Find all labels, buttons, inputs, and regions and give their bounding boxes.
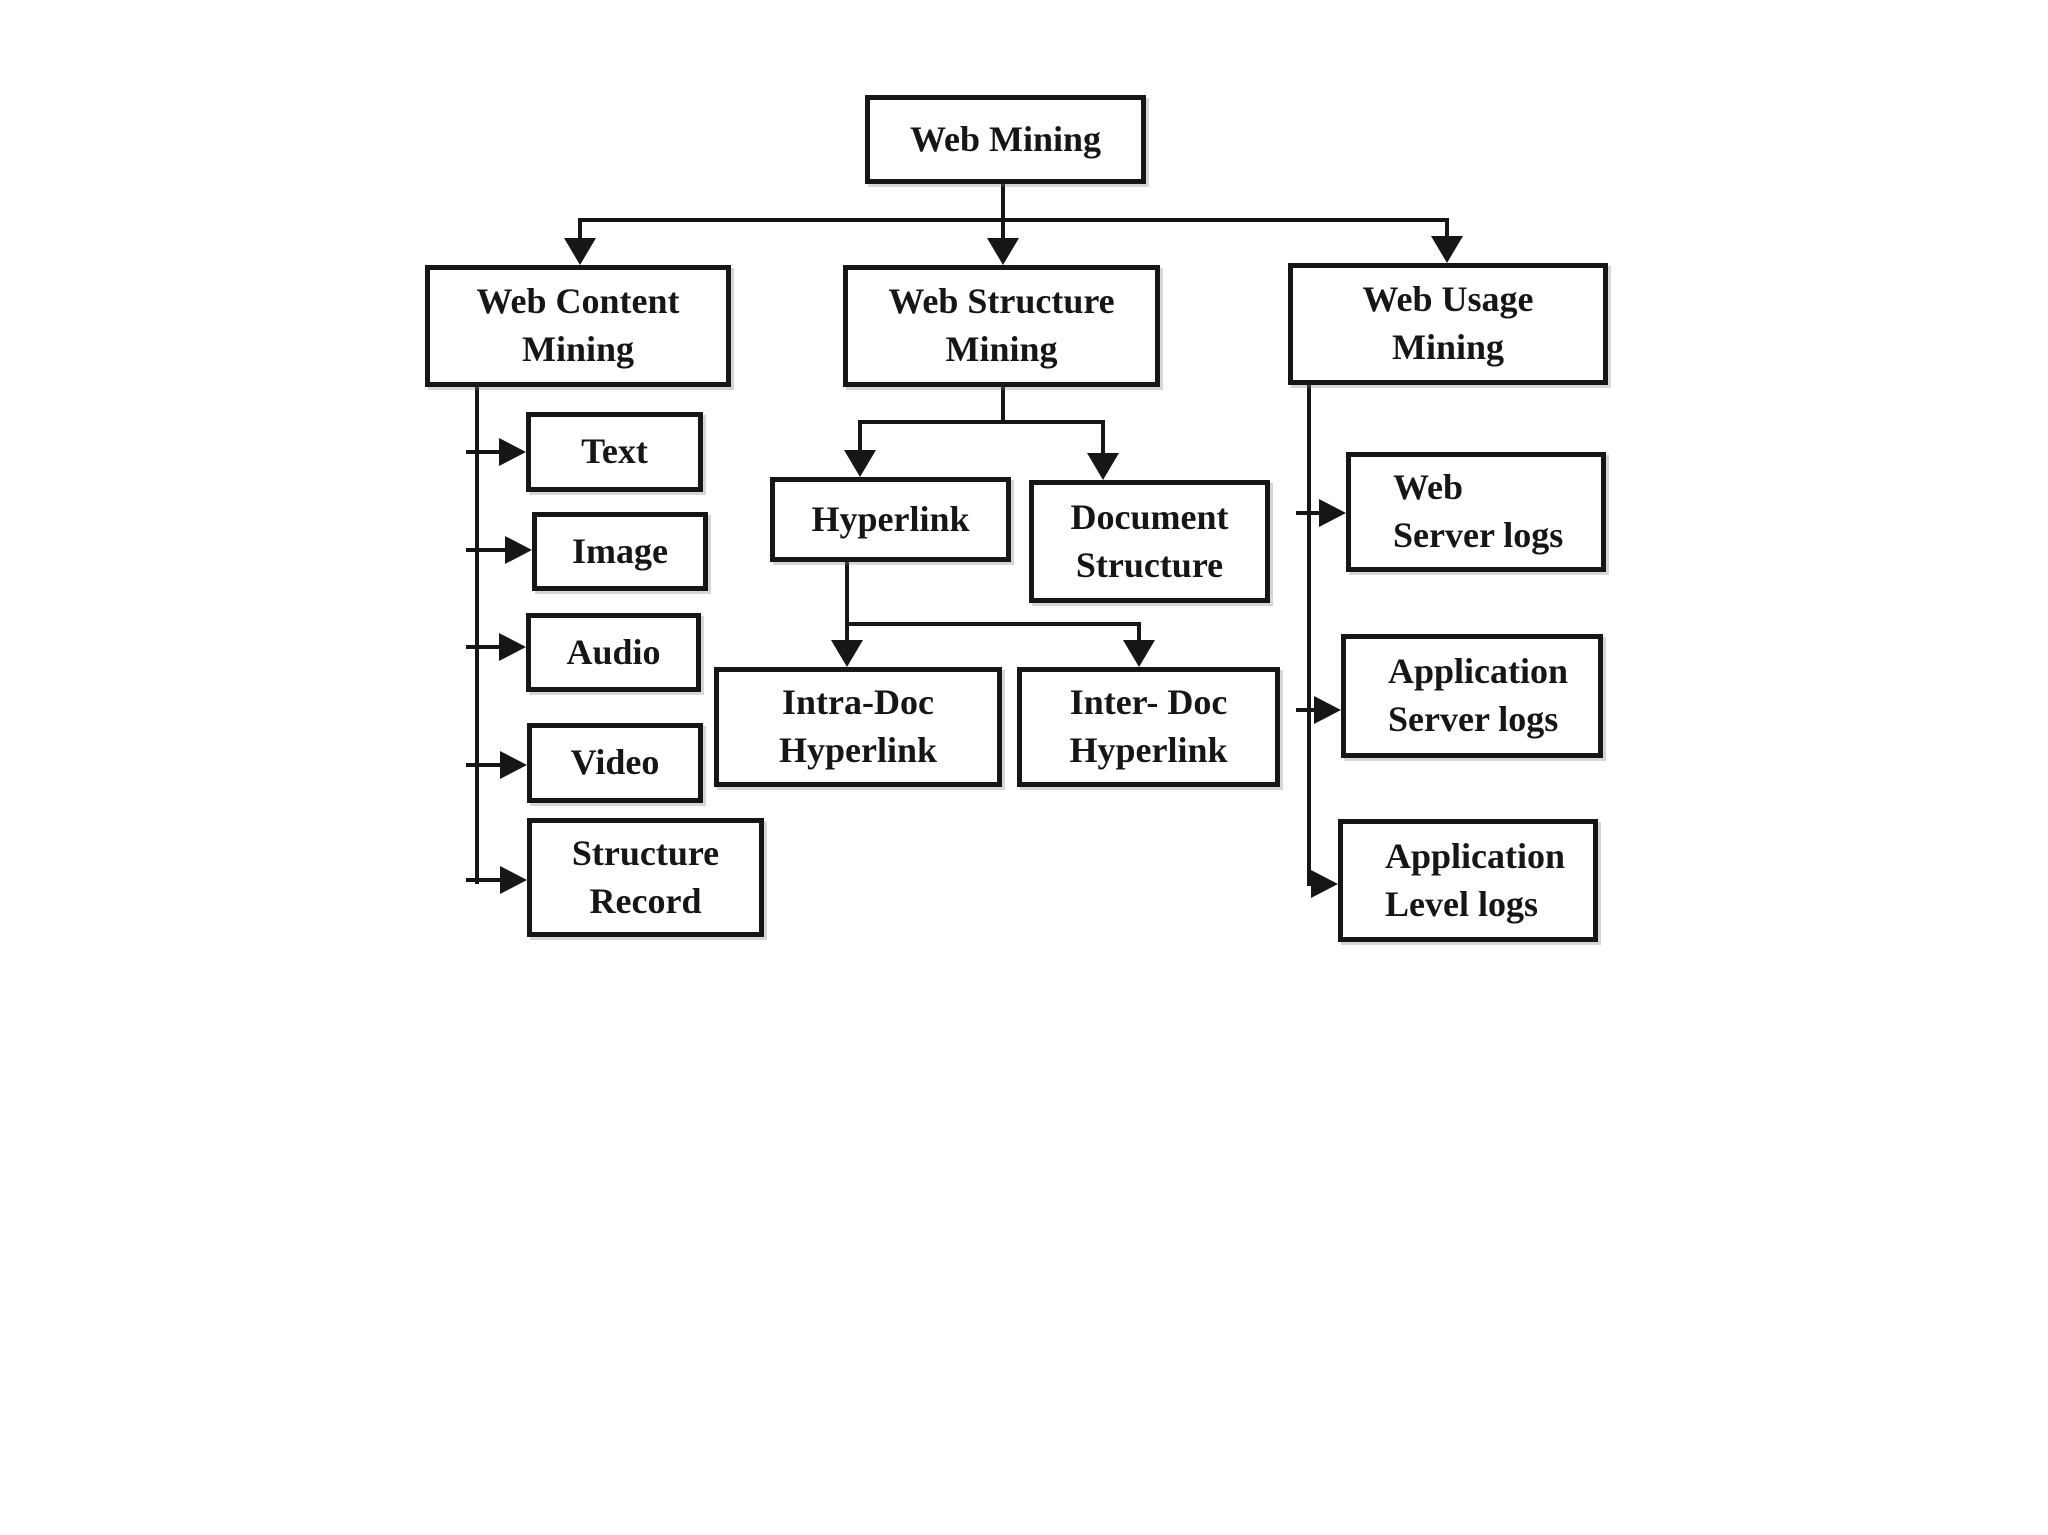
edge-usage-trunk — [1307, 383, 1311, 886]
node-inter-doc-hyperlink: Inter- Doc Hyperlink — [1017, 667, 1280, 787]
arrowhead-to-text — [499, 438, 526, 466]
arrowhead-to-image — [505, 536, 532, 564]
arrowhead-to-webserverlogs — [1319, 499, 1346, 527]
edge-hyperlink-stem — [845, 560, 849, 626]
node-web-mining: Web Mining — [865, 95, 1146, 184]
arrowhead-to-content-mining — [564, 238, 596, 265]
edge-drop-to-interdoc — [1137, 622, 1141, 644]
node-document-structure: Document Structure — [1029, 480, 1270, 603]
edge-drop-to-intradoc — [845, 622, 849, 644]
node-web-structure-mining: Web Structure Mining — [843, 265, 1160, 387]
edge-drop-to-content — [578, 218, 582, 242]
edge-to-appserverlogs — [1296, 708, 1321, 712]
node-hyperlink: Hyperlink — [770, 477, 1011, 562]
edge-to-audio — [466, 645, 506, 649]
arrowhead-to-usage-mining — [1431, 236, 1463, 263]
node-text: Text — [526, 412, 703, 492]
arrowhead-to-video — [500, 751, 527, 779]
edge-content-trunk — [475, 386, 479, 884]
edge-drop-to-hyperlink — [858, 420, 862, 452]
node-image: Image — [532, 512, 708, 591]
edge-to-video — [466, 763, 506, 767]
node-web-server-logs: Web Server logs — [1346, 452, 1606, 572]
node-web-usage-mining: Web Usage Mining — [1288, 263, 1608, 385]
node-video: Video — [527, 723, 703, 803]
arrowhead-to-hyperlink — [844, 450, 876, 477]
edge-webmining-distribution-line — [578, 218, 1449, 222]
edge-hyperlink-split — [845, 622, 1141, 626]
node-intra-doc-hyperlink: Intra-Doc Hyperlink — [714, 667, 1002, 787]
edge-to-webserverlogs — [1296, 511, 1326, 515]
arrowhead-to-appserverlogs — [1314, 696, 1341, 724]
node-application-server-logs: Application Server logs — [1341, 634, 1603, 758]
edge-to-structure-record — [466, 878, 506, 882]
arrowhead-to-audio — [499, 633, 526, 661]
edge-drop-to-structure — [1001, 218, 1005, 240]
edge-to-image — [466, 548, 511, 552]
arrowhead-to-structure-mining — [987, 238, 1019, 265]
arrowhead-to-intradoc — [831, 640, 863, 667]
node-audio: Audio — [526, 613, 701, 692]
edge-structure-split — [858, 420, 1105, 424]
node-web-content-mining: Web Content Mining — [425, 265, 731, 387]
arrowhead-to-docstructure — [1087, 453, 1119, 480]
arrowhead-to-applevellogs — [1311, 870, 1338, 898]
node-structure-record: Structure Record — [527, 818, 764, 937]
arrowhead-to-structure-record — [500, 866, 527, 894]
edge-drop-to-docstructure — [1101, 420, 1105, 455]
node-application-level-logs: Application Level logs — [1338, 819, 1598, 942]
edge-structure-stem — [1001, 385, 1005, 424]
edge-to-text — [466, 450, 506, 454]
edge-drop-to-usage — [1445, 218, 1449, 240]
arrowhead-to-interdoc — [1123, 640, 1155, 667]
edge-webmining-stem — [1001, 182, 1005, 222]
